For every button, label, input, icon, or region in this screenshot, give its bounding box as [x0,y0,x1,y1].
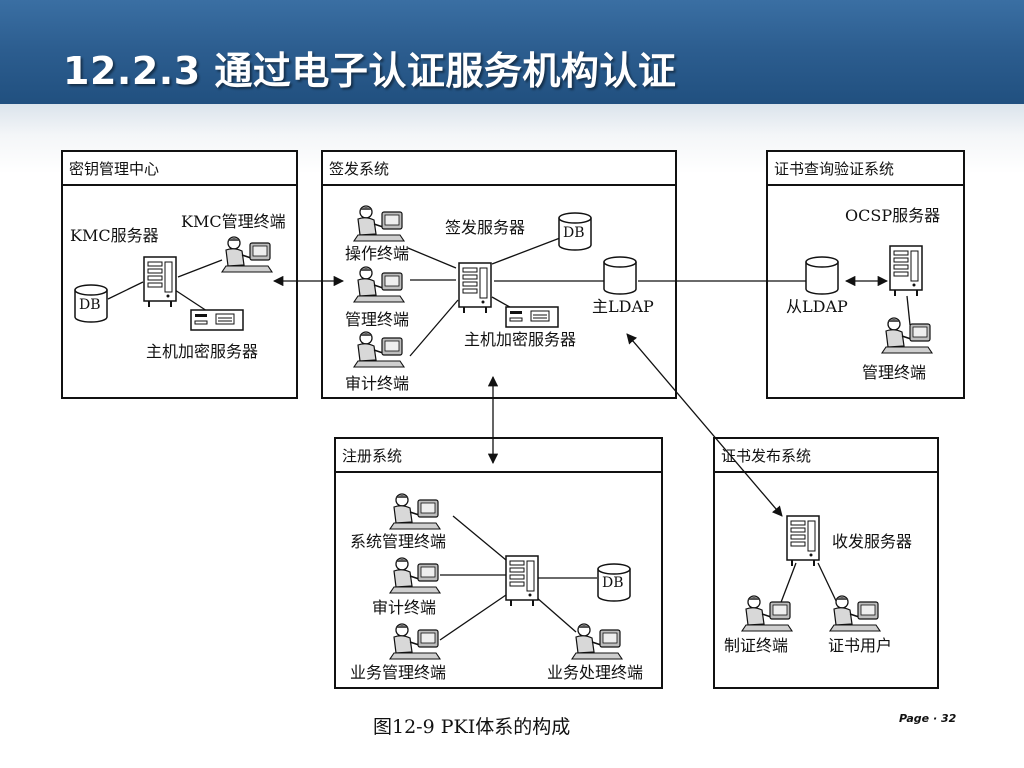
slide-title: 12.2.3 通过电子认证服务机构认证 [63,49,677,93]
operator-terminal-workstation-icon [352,204,406,248]
issuing-crypto-server-icon [505,306,561,334]
registration-box-header: 注册系统 [336,439,661,473]
kmc-server-terminal-line [177,259,223,278]
kmc-crypto-server-icon [190,309,246,337]
registration-server-icon [505,555,539,611]
kmc-box-header: 密钥管理中心 [63,152,296,186]
bizadmin-label: 业务管理终端 [350,663,447,682]
audit-sign-line [409,299,459,357]
reg-audit-label: 审计终端 [372,598,437,617]
registration-db-label: DB [602,575,624,591]
ocsp-admin-line [906,295,911,326]
kmc-server-icon [143,256,177,312]
registration-box-title: 注册系统 [342,447,403,465]
verify-admin-workstation-icon [880,316,934,360]
issuing-db-label: DB [563,225,585,241]
transceiver-label: 收发服务器 [832,532,913,551]
audit-terminal-label: 审计终端 [345,374,410,393]
kmc-server-label: KMC服务器 [70,226,159,245]
kmc-db-icon [74,284,108,328]
kmc-terminal-label: KMC管理终端 [181,212,286,231]
issuing-db-icon [558,212,592,256]
transceiver-user-line [817,562,839,606]
operator-terminal-label: 操作终端 [345,244,410,263]
verify-box-header: 证书查询验证系统 [768,152,963,186]
sysadmin-label: 系统管理终端 [350,532,447,551]
registration-db-icon [597,563,631,607]
sysadmin-reg-server-line [452,515,507,561]
master-ldap-label: 主LDAP [592,297,654,316]
kmc-server-crypto-line [174,289,211,314]
sign-server-label: 签发服务器 [445,218,526,237]
sign-db-line [491,237,561,265]
kmc-terminal-workstation-icon [220,235,274,279]
cert-terminal-workstation-icon [740,594,794,638]
verify-box: 证书查询验证系统 [766,150,965,399]
transceiver-certterm-line [779,562,797,606]
bizadmin-reg-server-line [439,594,507,641]
verify-admin-label: 管理终端 [862,363,927,382]
master-ldap-icon [603,256,637,300]
admin-terminal-workstation-icon [352,265,406,309]
sysadmin-workstation-icon [388,492,442,536]
kmc-crypto-label: 主机加密服务器 [146,342,259,361]
audit-terminal-workstation-icon [352,330,406,374]
kmc-box-title: 密钥管理中心 [69,160,160,178]
transceiver-server-icon [786,515,820,571]
issuing-box-header: 签发系统 [323,152,675,186]
slide-header [0,0,1024,112]
operator-sign-line [407,247,457,269]
issuing-crypto-label: 主机加密服务器 [464,330,577,349]
ocsp-server-label: OCSP服务器 [845,206,941,225]
bizadmin-workstation-icon [388,622,442,666]
sign-server-icon [458,262,492,318]
kmc-db-label: DB [79,297,101,313]
cert-user-label: 证书用户 [828,636,893,655]
kmc-box: 密钥管理中心 [61,150,298,399]
ocsp-server-icon [889,245,923,301]
verify-box-title: 证书查询验证系统 [774,160,895,178]
issuing-box-title: 签发系统 [329,160,390,178]
cert-terminal-label: 制证终端 [724,636,789,655]
figure-caption: 图12-9 PKI体系的构成 [373,716,571,738]
bizproc-workstation-icon [570,622,624,666]
admin-terminal-label: 管理终端 [345,310,410,329]
reg-audit-workstation-icon [388,556,442,600]
cert-user-workstation-icon [828,594,882,638]
page-number: Page · 32 [899,712,957,725]
bizproc-reg-server-line [535,596,577,633]
bizproc-label: 业务处理终端 [547,663,644,682]
kmc-server-db-line [107,281,144,300]
slave-ldap-label: 从LDAP [786,297,848,316]
slave-ldap-icon [805,256,839,300]
ldap-publish-arrow [626,333,783,517]
